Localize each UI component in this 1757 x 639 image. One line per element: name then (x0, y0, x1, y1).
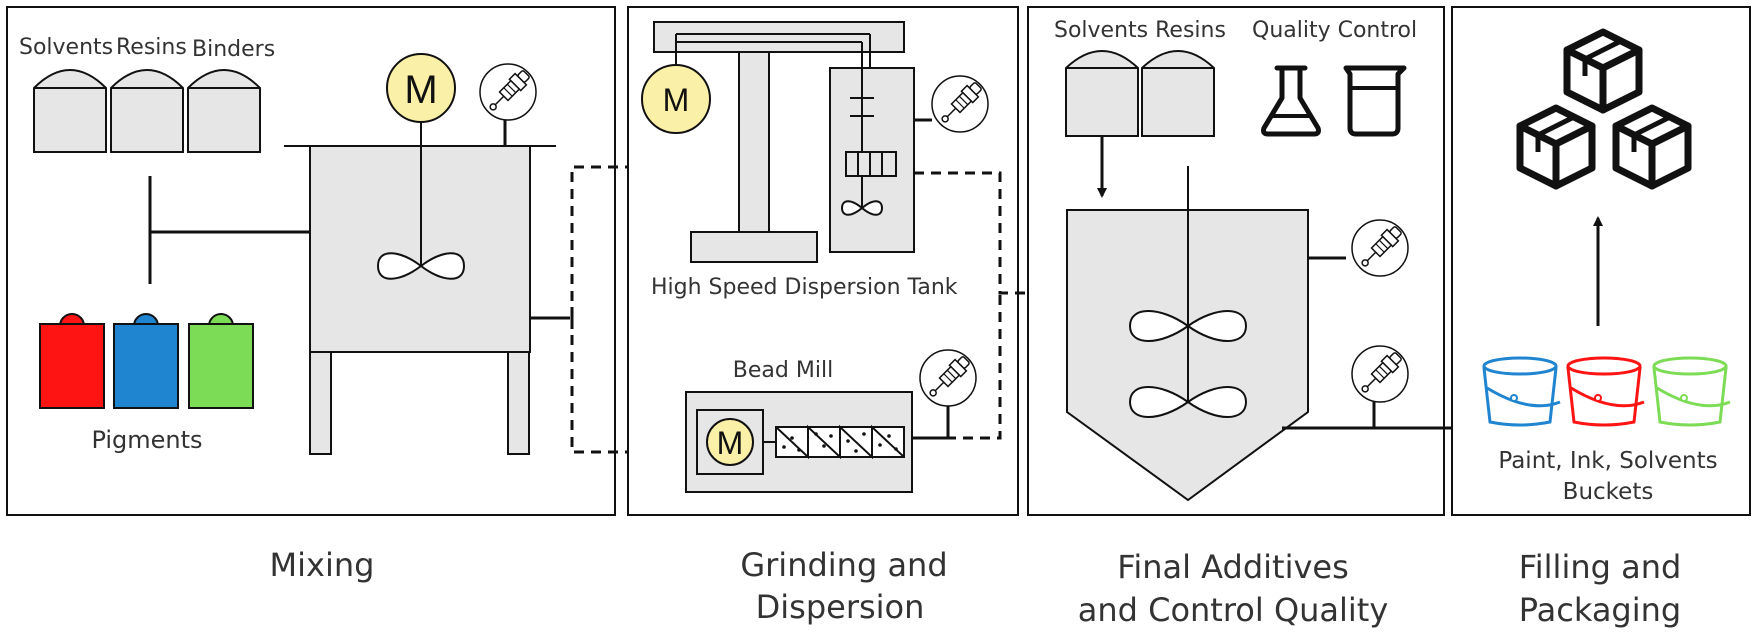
stage-caption-final-1: Final Additives (1117, 548, 1349, 586)
storage-tank (1065, 50, 1139, 137)
label-solvents-resins: Solvents Resins (1054, 18, 1226, 43)
motor: M (386, 53, 456, 123)
label-pigments: Pigments (91, 426, 202, 454)
pigment-container-green (188, 313, 254, 409)
mixing-tank (284, 118, 570, 455)
filling-panel: Paint, Ink, Solvents Buckets Filling and… (1451, 6, 1751, 629)
package-box-icon (1616, 108, 1688, 186)
storage-tank-resins (110, 69, 184, 153)
tank-leg (507, 351, 530, 455)
stage-caption-grinding-2: Dispersion (756, 588, 925, 626)
high-speed-disperser (653, 21, 932, 263)
flow-grinding-to-final (912, 171, 1065, 440)
sensor-icon (479, 63, 537, 121)
pigment-container-blue (113, 313, 179, 409)
hsd-motor: M (641, 64, 711, 134)
label-buckets-line2: Buckets (1563, 479, 1654, 505)
bucket-blue-icon (1482, 356, 1562, 427)
stage-caption-grinding-1: Grinding and (740, 546, 947, 584)
storage-tank (1141, 50, 1215, 137)
stage-caption-final-2: and Control Quality (1078, 591, 1389, 629)
label-resins: Resins (116, 35, 187, 60)
sensor-icon (919, 349, 977, 407)
bead-mill-motor: M (706, 418, 754, 466)
bucket-green-icon (1652, 356, 1732, 427)
impeller (376, 252, 466, 280)
tank-leg (309, 351, 332, 455)
sensor-icon (1351, 219, 1409, 277)
final-additives-panel: Solvents Resins Quality Control (1027, 6, 1474, 629)
final-mixing-vessel (1066, 166, 1346, 502)
flow-mixing-to-grinding (570, 162, 674, 457)
sensor-icon (1351, 345, 1409, 403)
stage-caption-mixing: Mixing (270, 546, 375, 584)
flask-icon (1261, 65, 1321, 137)
label-buckets-line1: Paint, Ink, Solvents (1498, 448, 1717, 474)
stage-caption-filling-1: Filling and (1519, 548, 1682, 586)
label-quality-control: Quality Control (1252, 18, 1417, 43)
mixing-panel: Solvents Resins Binders Pigments (6, 6, 616, 584)
label-binders: Binders (192, 37, 275, 62)
label-solvents: Solvents (19, 35, 113, 60)
grinding-panel: M High Speed Dispersion Tank Bead Mill M (627, 6, 1019, 626)
sensor-icon (931, 75, 989, 133)
pigment-container-red (39, 313, 105, 409)
bead-mill-motor-label: M (717, 425, 744, 461)
package-box-icon (1567, 32, 1639, 110)
beaker-icon (1343, 65, 1407, 137)
label-bead-mill: Bead Mill (733, 358, 833, 383)
motor-label: M (404, 68, 437, 112)
bucket-red-icon (1566, 356, 1646, 427)
storage-tank-solvents (33, 69, 107, 153)
label-high-speed-dispersion-tank: High Speed Dispersion Tank (651, 275, 958, 300)
stage-caption-filling-2: Packaging (1519, 591, 1681, 629)
hsd-motor-label: M (663, 82, 690, 118)
package-box-icon (1520, 108, 1592, 186)
storage-tank-binders (187, 69, 261, 153)
